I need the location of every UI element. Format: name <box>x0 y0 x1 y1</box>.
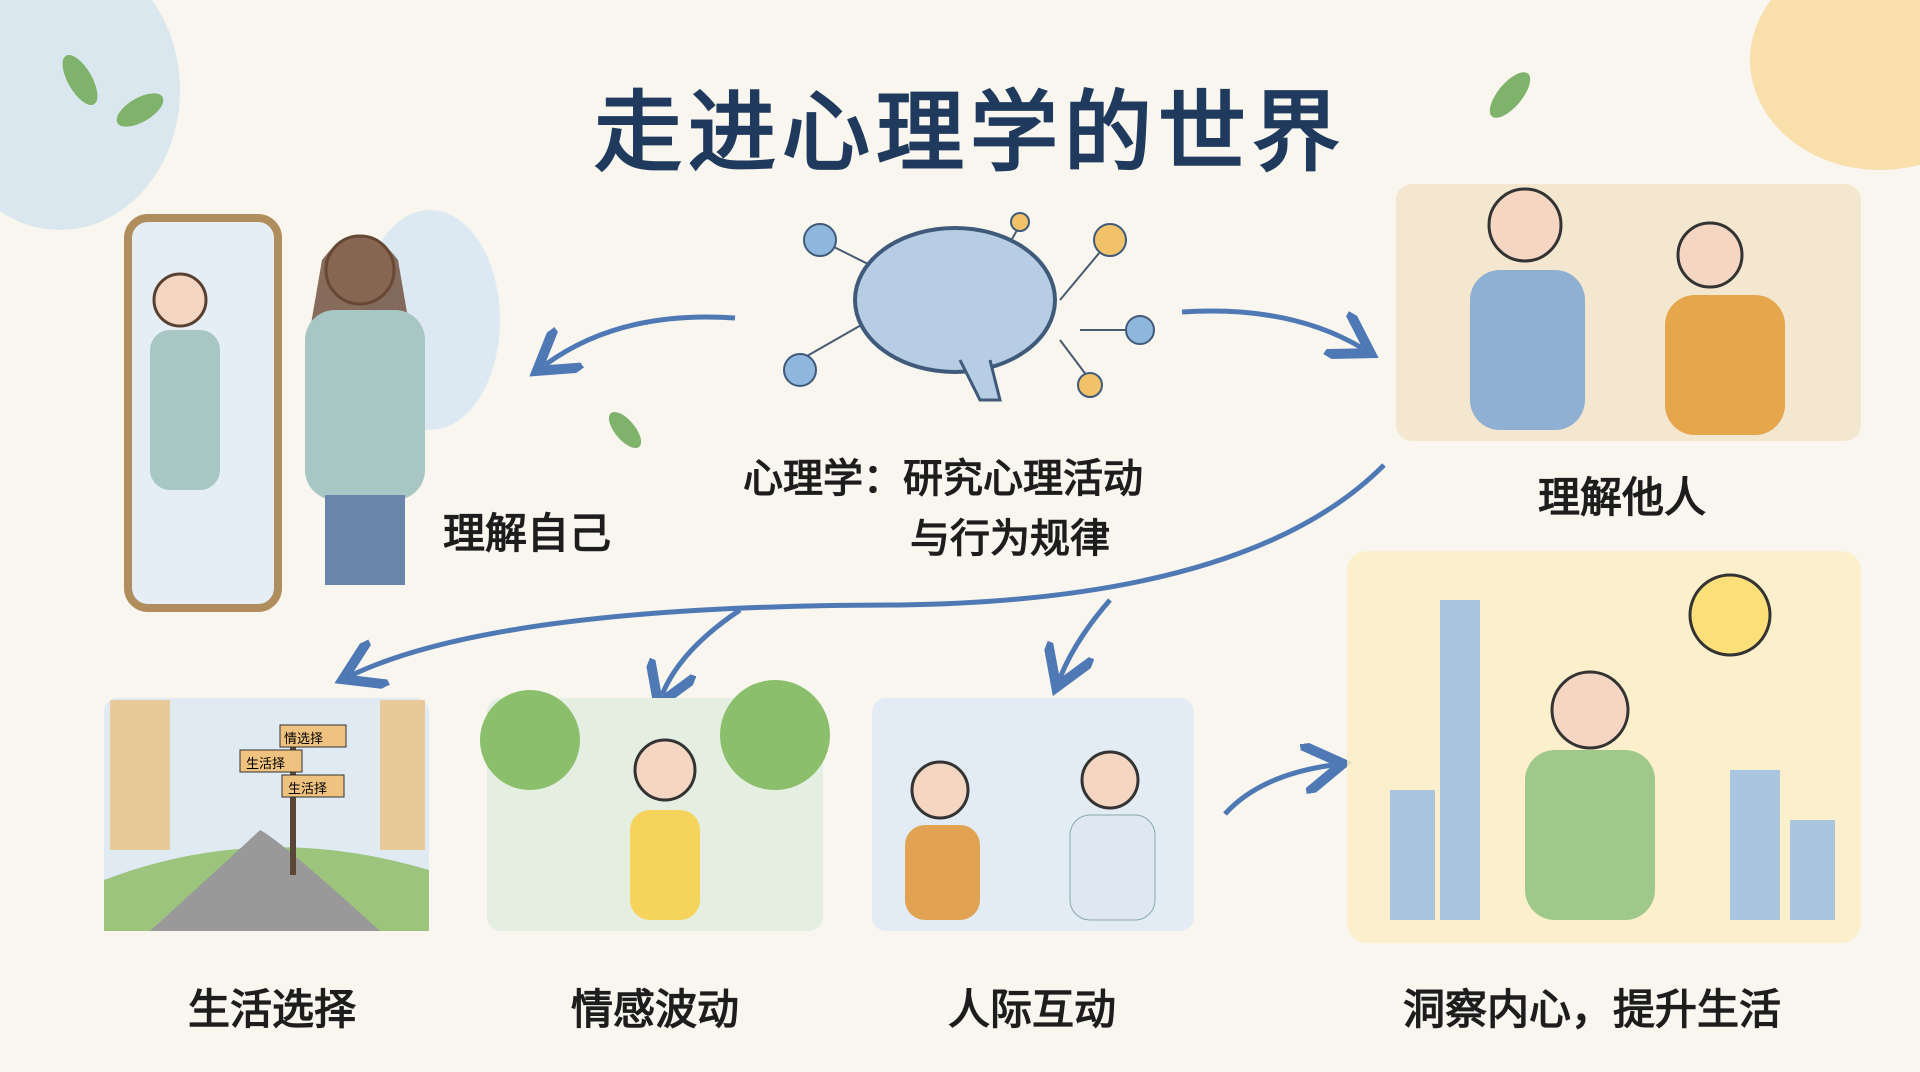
lightbulb-icon <box>1688 573 1772 657</box>
signpost-text: 生活择 <box>246 757 286 772</box>
label-emotion: 情感波动 <box>570 985 740 1034</box>
watercolor-blob <box>1750 0 1920 170</box>
signpost-text: 生活择 <box>288 782 328 797</box>
label-understand-self: 理解自己 <box>442 509 612 558</box>
girl-hoodie <box>305 310 425 500</box>
girl-reflection-body <box>150 330 220 490</box>
label-insight: 洞察内心，提升生活 <box>1402 985 1782 1034</box>
flow-arrows <box>352 308 1386 816</box>
label-understand-others: 理解他人 <box>1537 473 1707 522</box>
girl-jeans <box>325 495 405 585</box>
girl-reflection-head <box>152 272 208 328</box>
brain-network-icon <box>783 212 1155 402</box>
leaf-icon <box>62 55 1531 449</box>
label-life-choice: 生活选择 <box>187 985 357 1034</box>
watercolor-blob <box>0 0 180 230</box>
cafe-scene <box>1396 184 1861 441</box>
label-interaction: 人际互动 <box>947 985 1117 1034</box>
center-definition-line2: 与行为规律 <box>910 516 1110 562</box>
page-title: 走进心理学的世界 <box>593 81 1346 184</box>
center-definition-line1: 心理学：研究心理活动 <box>743 456 1143 502</box>
signpost-text: 情选择 <box>284 732 324 747</box>
